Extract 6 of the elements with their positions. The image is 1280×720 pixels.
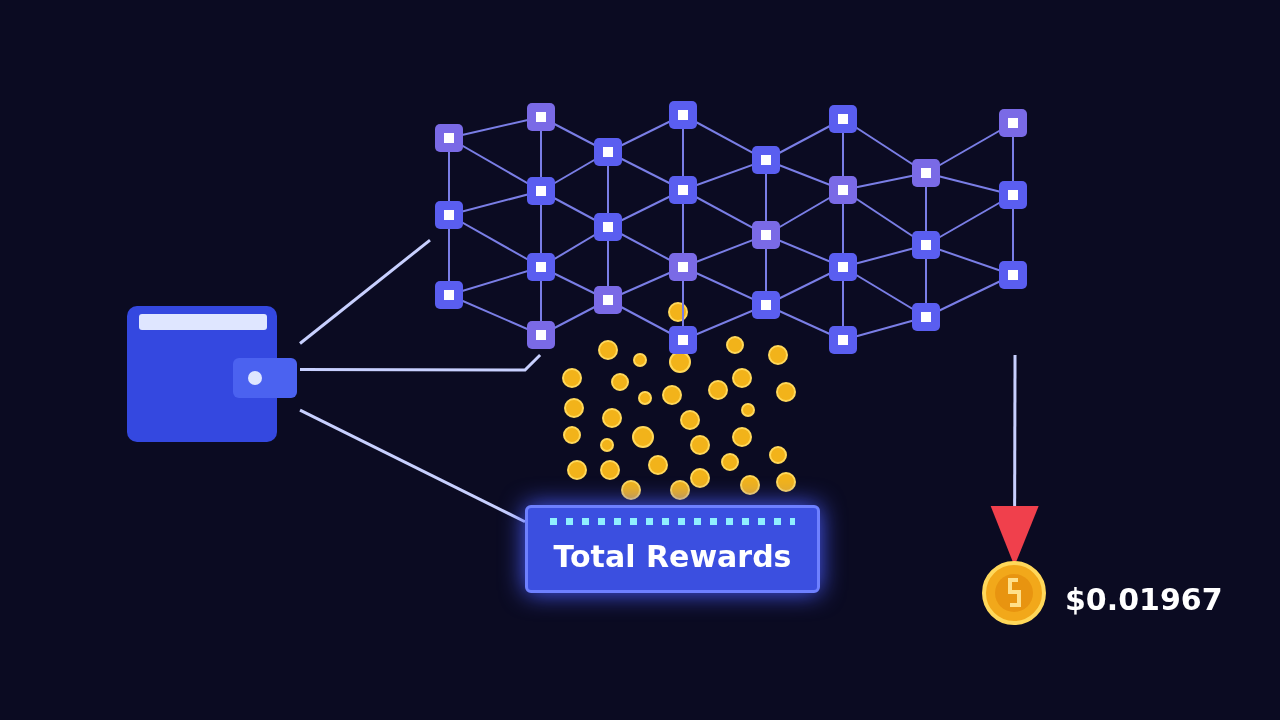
connector-line bbox=[299, 408, 526, 524]
connector-line bbox=[300, 353, 542, 372]
connector-line bbox=[299, 238, 431, 345]
coin-icon bbox=[982, 560, 1047, 626]
rewards-banner: Total Rewards bbox=[525, 505, 820, 593]
price-label: $0.01967 bbox=[1065, 582, 1223, 617]
